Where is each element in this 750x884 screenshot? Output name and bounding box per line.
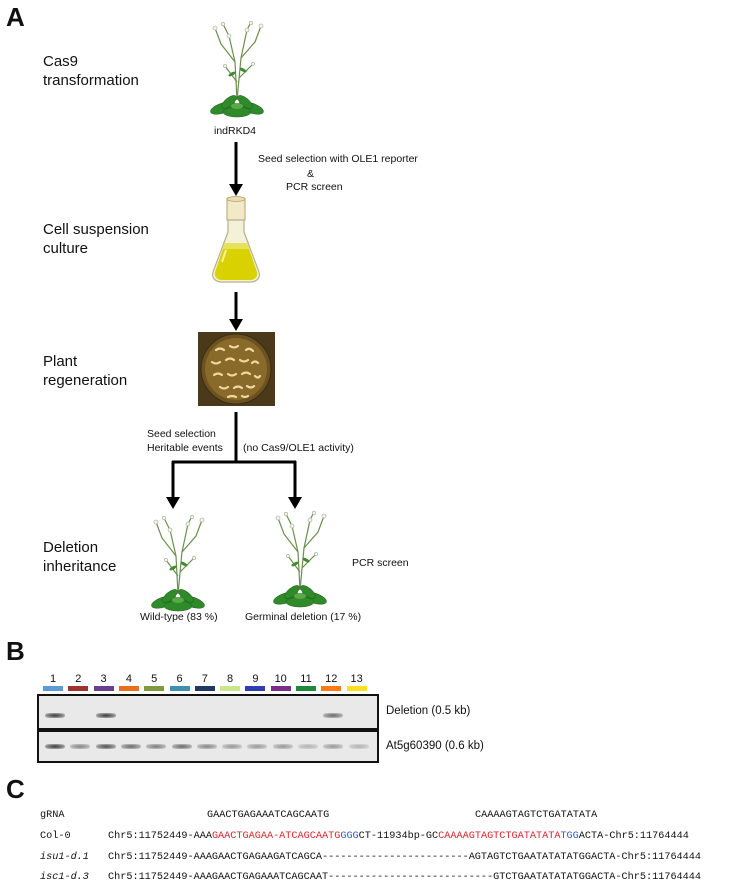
deletion-band-lane-12 — [323, 713, 344, 718]
lane-number-4: 4 — [125, 673, 132, 685]
lane-color-13 — [346, 686, 367, 691]
lane-color-7 — [194, 686, 215, 691]
isc1-row-label: isc1-d.3 — [40, 872, 89, 883]
lane-color-2 — [68, 686, 89, 691]
deletion-band-lane-1 — [45, 713, 65, 718]
grna-guide-2: CAAAAGTAGTCTGATATATA — [475, 810, 598, 821]
arrow1-label-line2: & — [307, 168, 315, 180]
grna-row-label: gRNA — [40, 810, 65, 821]
outcome-wildtype-label: Wild-type (83 %) — [140, 611, 218, 623]
lane-color-12 — [321, 686, 342, 691]
gel-deletion — [37, 694, 379, 730]
lane-number-7: 7 — [201, 673, 208, 685]
control-band-lane-2 — [70, 744, 91, 749]
stage-cell-suspension-culture: Cell suspension culture — [43, 221, 149, 257]
lane-number-9: 9 — [252, 673, 259, 685]
control-band-lane-13 — [348, 744, 369, 749]
col0-sequence: Chr5:11752449-AAAGAACTGAGAA-ATCAGCAATGGG… — [108, 831, 689, 842]
plant-icon-wildtype — [149, 514, 207, 612]
flask-icon — [212, 196, 260, 283]
isu1-sequence: Chr5:11752449-AAAGAACTGAGAAGATCAGCA-----… — [108, 852, 702, 863]
lane-number-3: 3 — [100, 673, 107, 685]
panel-label-c: C — [6, 774, 25, 804]
control-band-lane-1 — [45, 744, 65, 749]
lane-color-3 — [93, 686, 114, 691]
lane-color-11 — [296, 686, 316, 691]
arrow1-label-line1: Seed selection with OLE1 reporter — [258, 153, 418, 165]
lane-number-1: 1 — [49, 673, 57, 685]
plant-icon-top — [208, 20, 266, 118]
isu1-row-label: isu1-d.1 — [40, 852, 89, 863]
plant-name-label: indRKD4 — [214, 125, 257, 137]
panel-label-a: A — [6, 2, 25, 32]
lane-color-4 — [118, 686, 139, 691]
lane-number-13: 13 — [350, 673, 363, 685]
stage-cas9-transformation: Cas9 transformation — [43, 53, 139, 89]
lane-number-5: 5 — [151, 673, 158, 685]
control-band-lane-11 — [298, 744, 318, 749]
stage-deletion-inheritance: Deletion inheritance — [43, 539, 117, 575]
isc1-sequence: Chr5:11752449-AAAGAACTGAGAAATCAGCAAT----… — [108, 872, 702, 883]
grna-guide-1: GAACTGAGAAATCAGCAATG — [207, 810, 330, 821]
panel-a-graphics — [149, 20, 329, 612]
lane-color-5 — [144, 686, 165, 691]
lane-number-8: 8 — [227, 673, 234, 685]
control-band-lane-4 — [120, 744, 141, 749]
lane-number-6: 6 — [176, 673, 183, 685]
panel-label-b: B — [6, 636, 25, 666]
control-band-lane-5 — [146, 744, 167, 749]
control-band-lane-6 — [171, 744, 192, 749]
gel-control — [37, 730, 379, 763]
deletion-band-label: Deletion (0.5 kb) — [386, 705, 471, 717]
control-band-label: At5g60390 (0.6 kb) — [386, 740, 484, 752]
arrow1-label-line3: PCR screen — [286, 181, 343, 193]
lane-number-12: 12 — [325, 673, 338, 685]
lane-number-10: 10 — [274, 673, 287, 685]
control-band-lane-9 — [247, 744, 268, 749]
control-band-lane-8 — [222, 744, 243, 749]
lane-number-2: 2 — [75, 673, 82, 685]
lane-color-6 — [169, 686, 190, 691]
pcr-screen-label: PCR screen — [352, 557, 409, 569]
outcome-germinal-label: Germinal deletion (17 %) — [245, 611, 362, 623]
lane-color-9 — [245, 686, 266, 691]
col0-row-label: Col-0 — [40, 831, 71, 842]
control-band-lane-3 — [95, 744, 116, 749]
control-band-lane-12 — [323, 744, 344, 749]
lane-color-1 — [43, 686, 63, 691]
lane-color-8 — [220, 686, 241, 691]
branch-right-label: (no Cas9/OLE1 activity) — [243, 442, 354, 454]
plant-icon-germinal — [271, 510, 329, 608]
stage-plant-regeneration: Plant regeneration — [43, 353, 128, 389]
branch-left-label-line2: Heritable events — [147, 442, 223, 454]
lane-number-11: 11 — [300, 673, 312, 685]
lane-color-10 — [270, 686, 291, 691]
control-band-lane-10 — [272, 744, 293, 749]
deletion-band-lane-3 — [95, 713, 116, 718]
control-band-lane-7 — [196, 744, 217, 749]
branch-left-label-line1: Seed selection — [147, 428, 216, 440]
petri-dish-icon — [198, 332, 275, 406]
